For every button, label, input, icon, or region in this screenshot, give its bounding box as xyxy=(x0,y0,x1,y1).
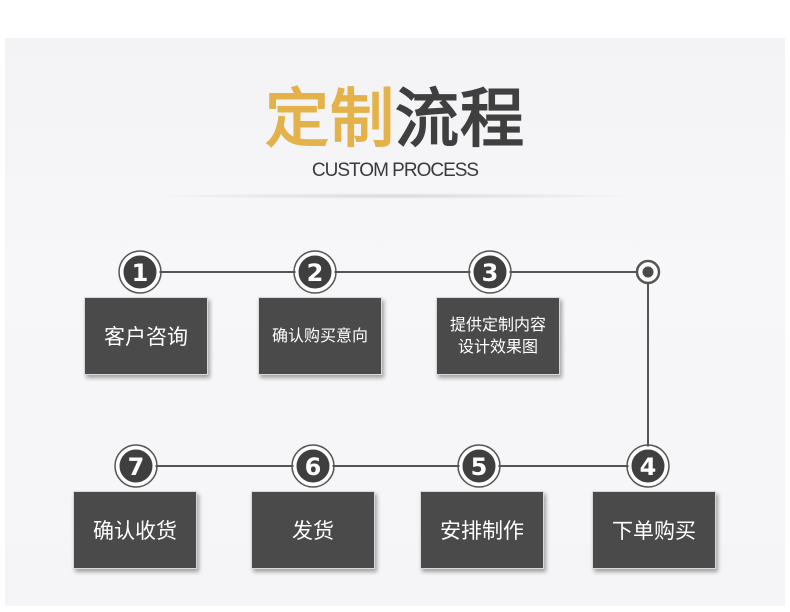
step-label-3-line-2: 设计效果图 xyxy=(457,337,538,356)
page-subtitle: CUSTOM PROCESS xyxy=(311,160,479,181)
step-box-7: 确认收货 xyxy=(73,491,197,569)
step-circle-4: 4 xyxy=(626,444,670,488)
step-label-1: 客户咨询 xyxy=(104,325,188,349)
step-box-6: 发货 xyxy=(251,491,375,569)
step-box-2: 确认购买意向 xyxy=(258,297,382,375)
step-number-2: 2 xyxy=(307,259,324,287)
step-box-1: 客户咨询 xyxy=(84,297,208,375)
step-box-5: 安排制作 xyxy=(420,491,544,569)
step-number-4: 4 xyxy=(640,453,657,481)
title-part-1: 定制 xyxy=(265,83,395,157)
step-number-5: 5 xyxy=(471,453,488,481)
step-number-7: 7 xyxy=(128,453,145,481)
corner-node xyxy=(635,259,661,285)
step-circle-2: 2 xyxy=(293,250,337,294)
title-shadow-divider xyxy=(150,193,640,199)
step-number-6: 6 xyxy=(305,453,322,481)
step-circle-6: 6 xyxy=(291,444,335,488)
step-circle-5: 5 xyxy=(457,444,501,488)
step-label-6: 发货 xyxy=(292,519,334,543)
step-number-1: 1 xyxy=(132,259,149,287)
step-label-2: 确认购买意向 xyxy=(271,326,368,345)
step-label-7: 确认收货 xyxy=(93,519,177,543)
step-circle-3: 3 xyxy=(468,250,512,294)
step-circle-1: 1 xyxy=(118,250,162,294)
step-box-4: 下单购买 xyxy=(592,491,716,569)
page-title: 定制流程 xyxy=(0,85,790,155)
title-part-2: 流程 xyxy=(395,83,525,157)
step-circle-7: 7 xyxy=(114,444,158,488)
step-label-5: 安排制作 xyxy=(440,519,524,543)
step-label-3-line-1: 提供定制内容 xyxy=(449,315,546,334)
step-label-4: 下单购买 xyxy=(612,519,696,543)
step-number-3: 3 xyxy=(482,259,499,287)
step-box-3: 提供定制内容 设计效果图 xyxy=(436,297,560,375)
